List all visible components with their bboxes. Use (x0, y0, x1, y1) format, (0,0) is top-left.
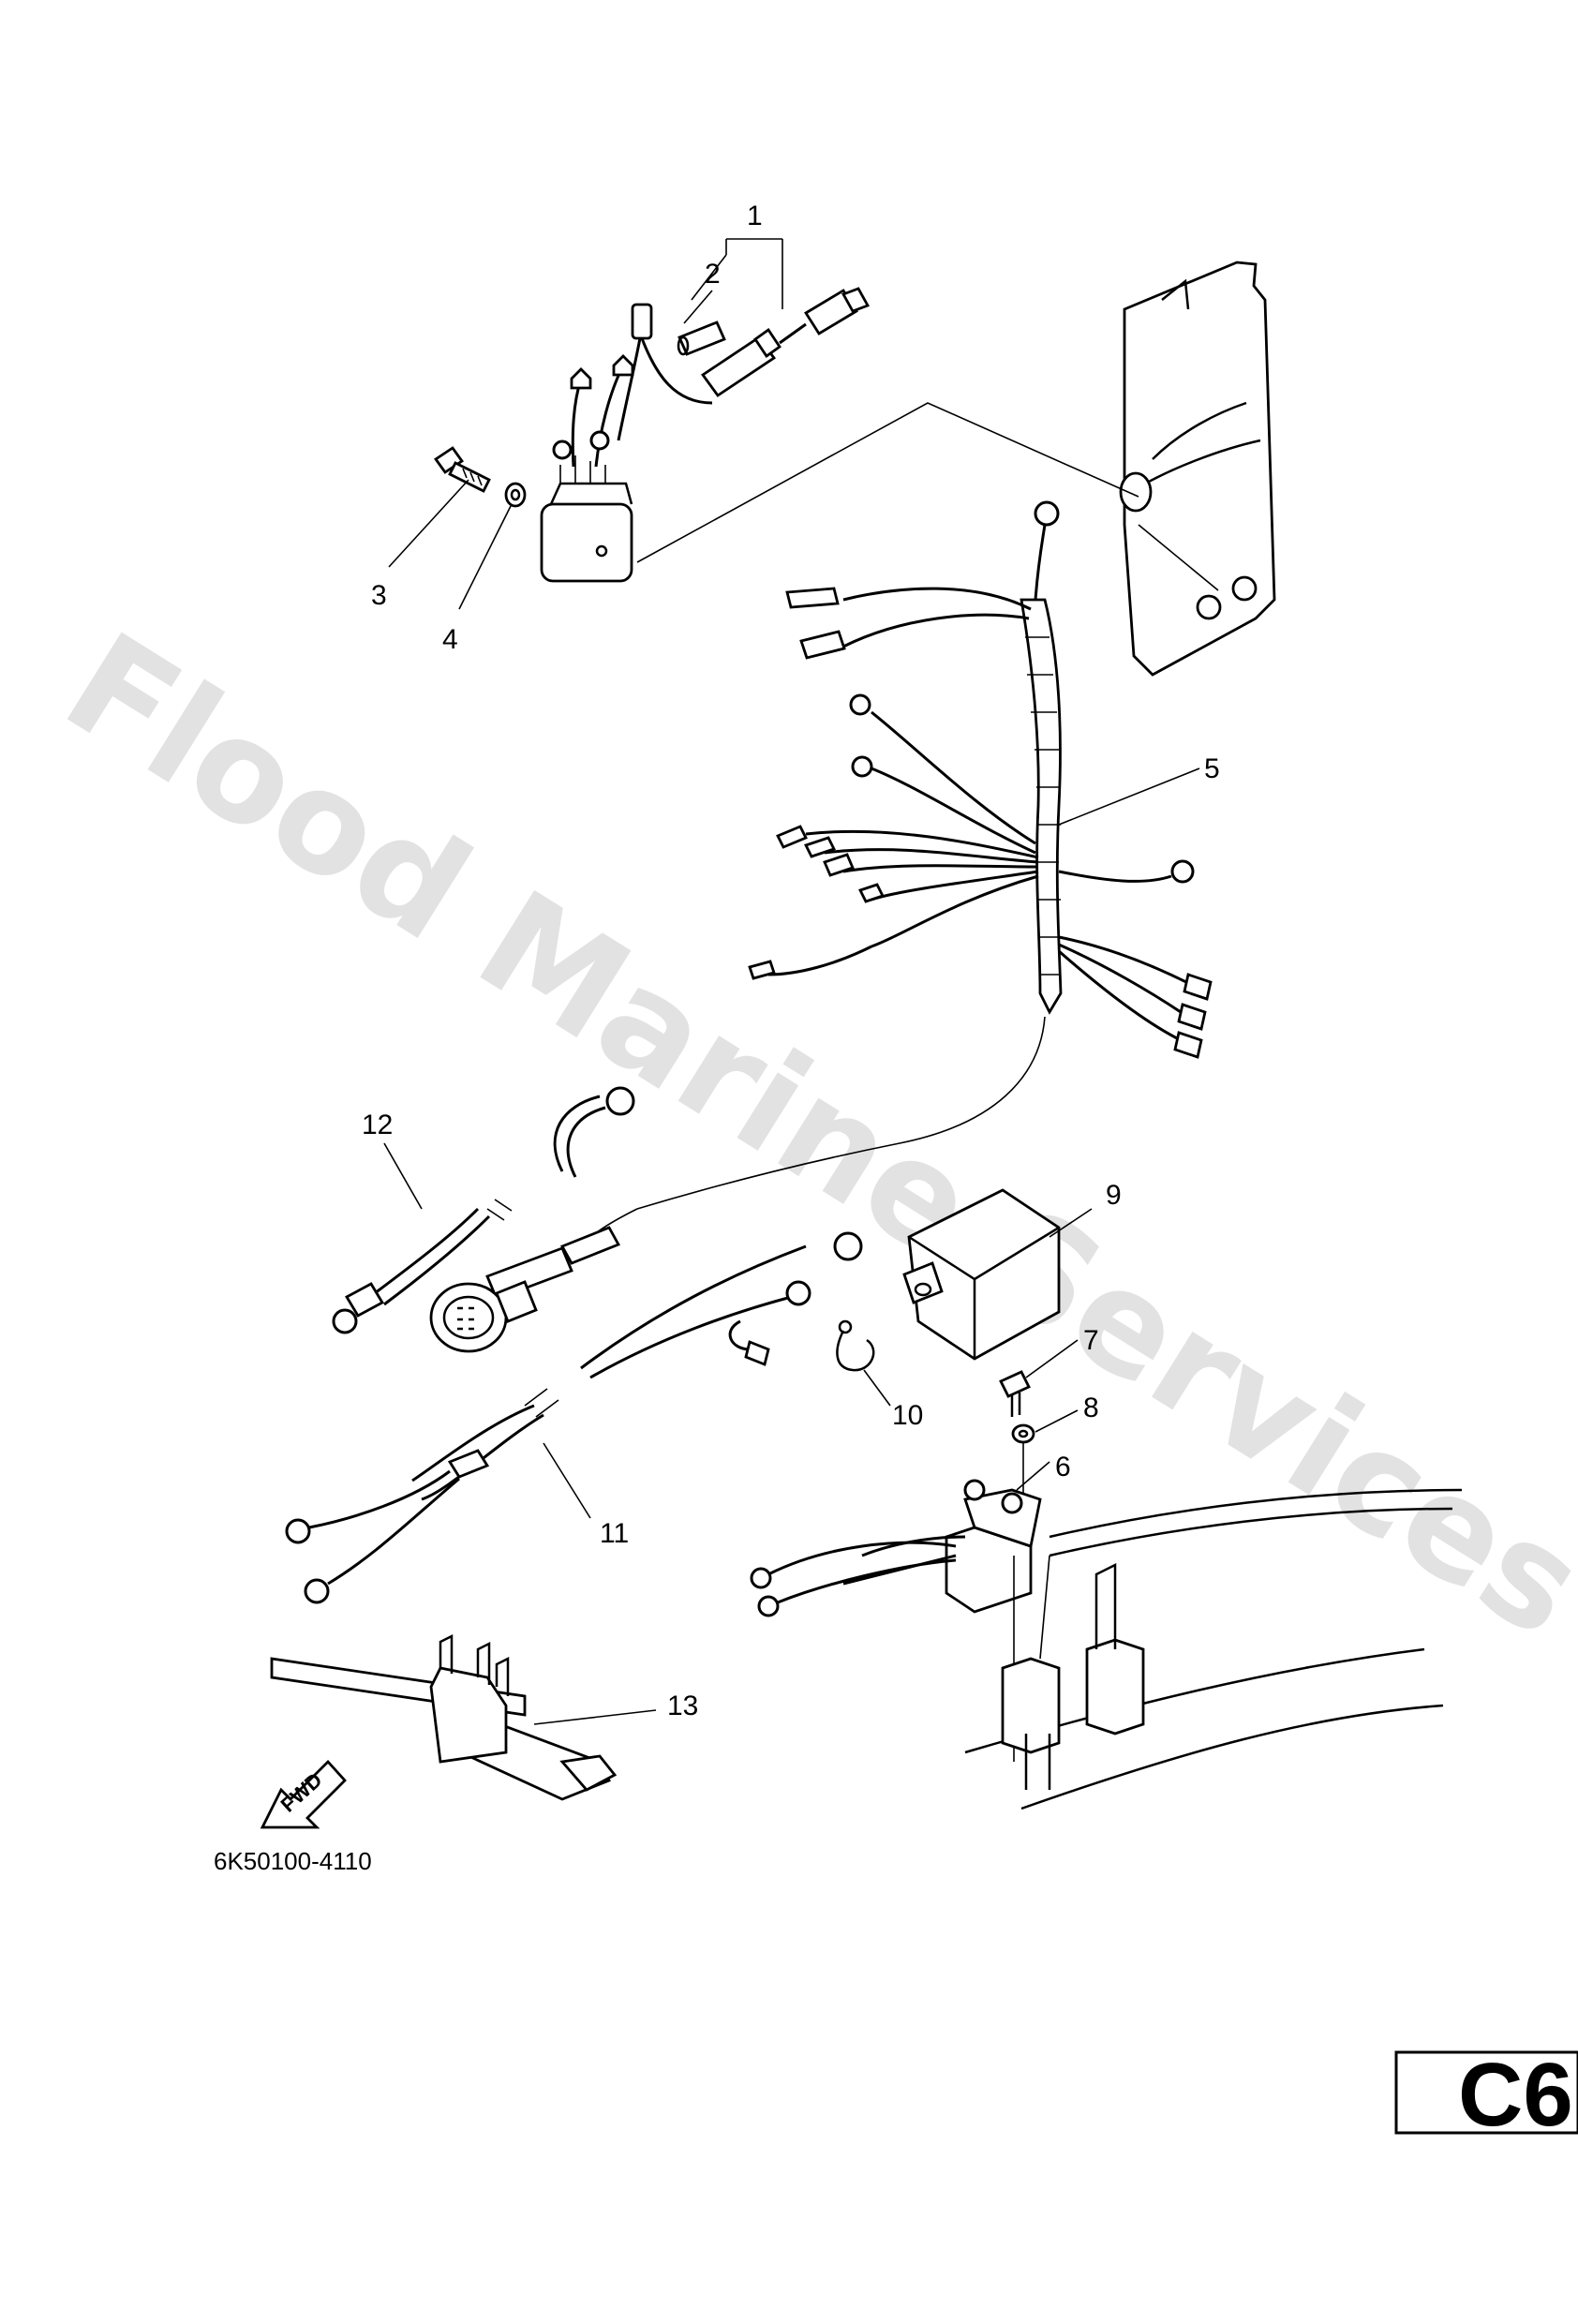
callout-4: 4 (442, 624, 458, 655)
callout-13: 13 (667, 1691, 698, 1721)
page-code: C6 (1458, 2045, 1573, 2145)
callout-8: 8 (1083, 1393, 1099, 1423)
fuse (677, 320, 726, 356)
starter-relay (750, 1443, 1042, 1762)
callout-9: 9 (1106, 1180, 1122, 1211)
callout-7: 7 (1083, 1325, 1099, 1356)
starter-relay-cover (902, 1188, 1061, 1361)
page-code-box: C6 (1394, 2045, 1578, 2145)
wiring-harness (636, 500, 1213, 1210)
callout-1: 1 (747, 201, 763, 231)
callout-6: 6 (1055, 1452, 1071, 1482)
relay-washer (1011, 1423, 1035, 1444)
fuse-holder (701, 287, 871, 397)
battery-cable (285, 1208, 863, 1604)
callout-5: 5 (1204, 753, 1220, 784)
relay-bolt (999, 1370, 1031, 1417)
callout-10: 10 (892, 1400, 923, 1431)
lead-wire (332, 1086, 635, 1334)
washer (504, 482, 527, 508)
diagram-code: 6K50100-4110 (214, 1847, 372, 1875)
callout-12: 12 (362, 1110, 393, 1140)
callout-leaders (383, 238, 1200, 1725)
bolt (434, 446, 491, 493)
forward-arrow-icon: FWD (260, 1759, 347, 1829)
watermark: Flood Marine Services (38, 603, 1578, 1669)
cable-holder (270, 1633, 618, 1801)
engine-base (964, 1488, 1463, 1810)
clip (836, 1319, 875, 1372)
callout-11: 11 (600, 1518, 629, 1549)
mounting-bracket (1119, 261, 1276, 677)
rectifier-assembly (540, 303, 713, 583)
callout-3: 3 (371, 580, 387, 611)
callout-2: 2 (705, 259, 721, 290)
